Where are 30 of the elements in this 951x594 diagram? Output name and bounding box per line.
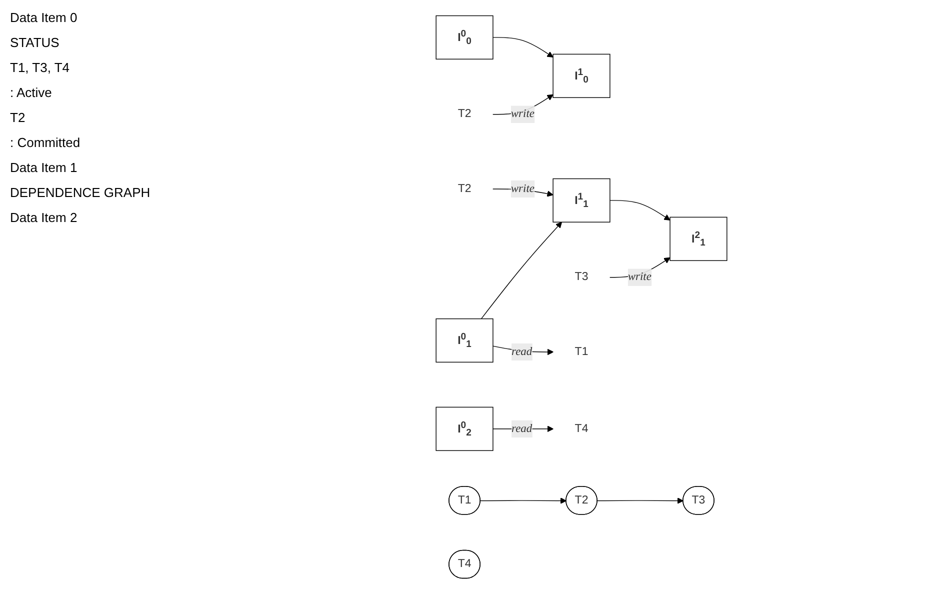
node-box	[552, 178, 610, 222]
edge-label: write	[510, 108, 534, 120]
node-box	[670, 216, 728, 261]
label-text: : Active	[10, 85, 53, 100]
arrow	[597, 498, 684, 504]
label-text: Data Item 1	[10, 160, 78, 175]
node-text: T3	[574, 270, 588, 284]
label-text: STATUS	[10, 35, 60, 50]
edge-label: write	[510, 182, 534, 195]
node-box	[436, 318, 494, 363]
arrow	[610, 200, 670, 220]
arrow	[480, 222, 562, 320]
node-text: T2	[458, 108, 472, 120]
label-text: T2	[10, 110, 26, 125]
node-text: T1	[574, 346, 588, 358]
node-text: T4	[574, 422, 588, 435]
edge-label: write	[628, 270, 652, 284]
edge-label: read	[512, 346, 532, 358]
node-box	[552, 54, 610, 98]
arrow	[480, 498, 567, 504]
edge-label: read	[512, 422, 532, 435]
node-box	[436, 15, 494, 60]
label-text: Data Item 0	[10, 10, 78, 25]
arrow	[492, 37, 554, 58]
node-text: T2	[458, 182, 472, 195]
label-text: DEPENDENCE GRAPH	[10, 185, 152, 200]
label-text: : Committed	[10, 135, 82, 150]
node-box	[436, 406, 494, 451]
label-text: Data Item 2	[10, 210, 78, 225]
label-text: T1, T3, T4	[10, 60, 70, 75]
